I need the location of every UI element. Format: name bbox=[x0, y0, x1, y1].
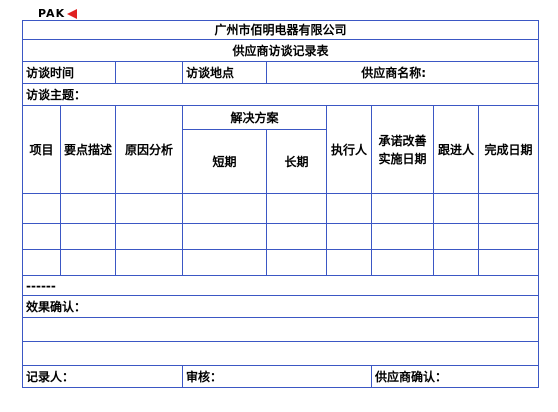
header-cause: 原因分析 bbox=[115, 105, 183, 194]
logo-text: PAK bbox=[38, 7, 66, 20]
logo-arrow-icon bbox=[67, 9, 78, 19]
recorder-label: 记录人： bbox=[22, 365, 183, 388]
cell[interactable] bbox=[60, 223, 116, 250]
cell[interactable] bbox=[60, 193, 116, 224]
header-point: 要点描述 bbox=[60, 105, 116, 194]
cell[interactable] bbox=[115, 193, 183, 224]
cell[interactable] bbox=[433, 249, 479, 276]
interview-place-label: 访谈地点 bbox=[182, 61, 267, 84]
cell[interactable] bbox=[266, 223, 327, 250]
cell[interactable] bbox=[477, 249, 540, 276]
interview-time-label: 访谈时间 bbox=[22, 61, 116, 84]
cell[interactable] bbox=[433, 223, 479, 250]
table-row bbox=[22, 249, 540, 276]
header-long-term: 长期 bbox=[266, 129, 327, 194]
cell[interactable] bbox=[477, 193, 540, 224]
cell[interactable] bbox=[326, 193, 372, 224]
supplier-confirm-label: 供应商确认： bbox=[370, 365, 540, 388]
cell[interactable] bbox=[182, 193, 267, 224]
cell[interactable] bbox=[326, 223, 372, 250]
cell[interactable] bbox=[182, 223, 267, 250]
header-finish-date: 完成日期 bbox=[477, 105, 540, 194]
cell[interactable] bbox=[22, 223, 61, 250]
company-title: 广州市佰明电器有限公司 bbox=[21, 20, 540, 40]
header-short-term: 短期 bbox=[182, 129, 267, 194]
effect-confirm-label: 效果确认： bbox=[21, 295, 540, 318]
header-item: 项目 bbox=[22, 105, 61, 194]
company-logo: PAK bbox=[38, 7, 78, 20]
supplier-interview-form: 广州市佰明电器有限公司 供应商访谈记录表 访谈时间 访谈地点 供应商名称: 访谈… bbox=[21, 20, 540, 388]
cell[interactable] bbox=[115, 223, 183, 250]
cell[interactable] bbox=[60, 249, 116, 276]
form-title: 供应商访谈记录表 bbox=[21, 39, 540, 62]
cell[interactable] bbox=[266, 193, 327, 224]
header-commit-date: 承诺改善实施日期 bbox=[371, 105, 434, 194]
supplier-name-label: 供应商名称: bbox=[265, 61, 540, 84]
header-executor: 执行人 bbox=[326, 105, 372, 194]
header-follower: 跟进人 bbox=[433, 105, 479, 194]
table-row bbox=[22, 193, 540, 224]
cell[interactable] bbox=[371, 249, 434, 276]
effect-confirm-area[interactable] bbox=[21, 317, 540, 342]
header-solution: 解决方案 bbox=[182, 105, 327, 130]
cell[interactable] bbox=[182, 249, 267, 276]
interview-theme-label: 访谈主题： bbox=[21, 83, 540, 106]
cell[interactable] bbox=[115, 249, 183, 276]
effect-confirm-area[interactable] bbox=[21, 341, 540, 366]
ellipsis-row: ------ bbox=[21, 275, 540, 296]
cell[interactable] bbox=[326, 249, 372, 276]
cell[interactable] bbox=[477, 223, 540, 250]
cell[interactable] bbox=[371, 193, 434, 224]
cell[interactable] bbox=[371, 223, 434, 250]
cell[interactable] bbox=[22, 249, 61, 276]
reviewer-label: 审核： bbox=[182, 365, 372, 388]
table-row bbox=[22, 223, 540, 250]
cell[interactable] bbox=[22, 193, 61, 224]
interview-time-value[interactable] bbox=[115, 61, 183, 84]
cell[interactable] bbox=[266, 249, 327, 276]
cell[interactable] bbox=[433, 193, 479, 224]
